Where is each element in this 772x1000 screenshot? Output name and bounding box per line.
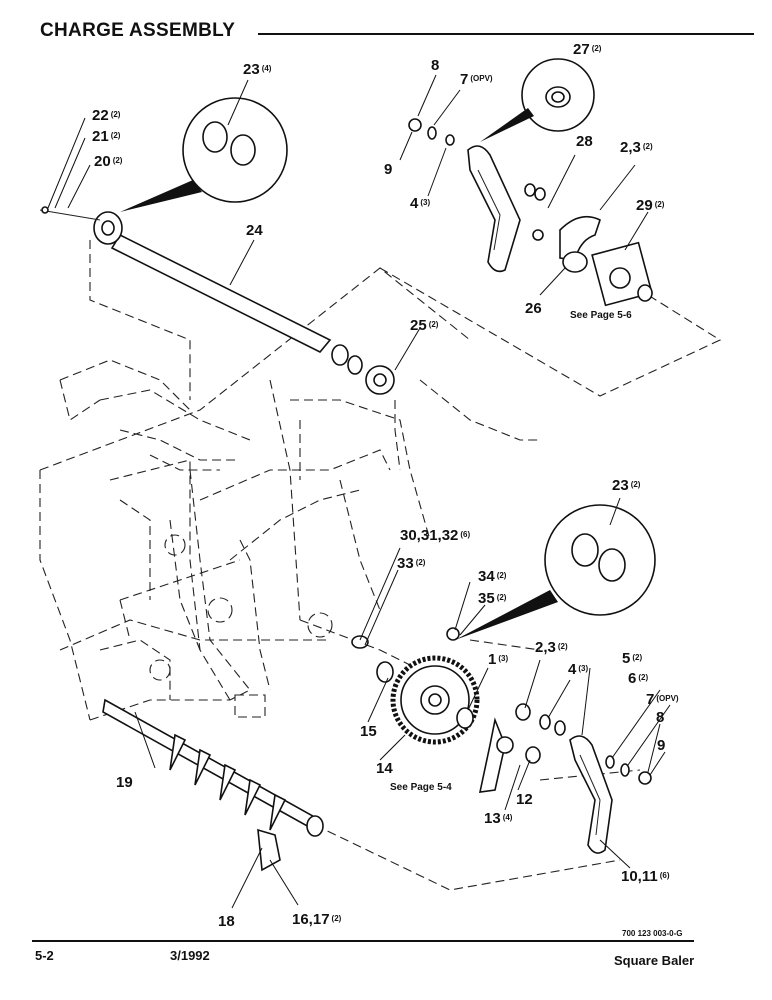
product-name: Square Baler — [614, 953, 695, 968]
callout-c23c: 23(2) — [612, 477, 641, 494]
callout-c12: 12 — [516, 791, 533, 808]
callout-c22: 22(2) — [92, 107, 121, 124]
title-rule — [258, 33, 754, 35]
callout-c20: 20(2) — [94, 153, 123, 170]
callout-c10: 10,11(6) — [621, 868, 670, 885]
callout-c8a: 8 — [431, 57, 439, 74]
callout-c24: 24 — [246, 222, 263, 239]
callout-c25: 25(2) — [410, 317, 439, 334]
callout-c16: 16,17(2) — [292, 911, 342, 928]
callout-c33: 33(2) — [397, 555, 426, 572]
callout-c27: 27(2) — [573, 41, 602, 58]
callout-c34: 34(2) — [478, 568, 507, 585]
see-page-5-4: See Page 5-4 — [390, 782, 452, 793]
callout-c15: 15 — [360, 723, 377, 740]
page-title: CHARGE ASSEMBLY — [40, 20, 236, 41]
rake-bar-19 — [102, 698, 324, 872]
page-number: 5-2 — [35, 948, 54, 963]
callout-c29: 29(2) — [636, 197, 665, 214]
callout-c13: 13(4) — [484, 810, 513, 827]
callout-c7a: 7(OPV) — [460, 71, 493, 88]
callout-c9b: 9 — [657, 737, 665, 754]
callout-c7b: 7(OPV) — [646, 691, 679, 708]
callout-c21: 21(2) — [92, 128, 121, 145]
detail-circle-bushings-top — [120, 97, 288, 212]
document-number: 700 123 003-0-G — [622, 929, 683, 938]
callout-c35: 35(2) — [478, 590, 507, 607]
callout-c23a: 23(4) — [243, 61, 272, 78]
callout-c14: 14 — [376, 760, 393, 777]
callout-c5: 5(2) — [622, 650, 642, 667]
callout-c9a: 9 — [384, 161, 392, 178]
detail-circle-bearing-top — [480, 58, 595, 142]
arm-plate-bottom — [569, 735, 613, 854]
revision-date: 3/1992 — [170, 948, 210, 963]
callout-c8b: 8 — [656, 709, 664, 726]
callout-c30: 30,31,32(6) — [400, 527, 471, 544]
callout-c23d: 2,3(2) — [535, 639, 568, 656]
callout-c23b_top: 2,3(2) — [620, 139, 653, 156]
callout-pointers — [47, 74, 671, 909]
shaft-24 — [110, 233, 332, 353]
bottom-arm-assembly — [569, 735, 652, 854]
footer-rule — [32, 940, 694, 942]
arm-plate-top — [467, 145, 521, 273]
see-page-5-6: See Page 5-6 — [570, 310, 632, 321]
callout-c4a: 4(3) — [410, 195, 430, 212]
callout-c28: 28 — [576, 133, 593, 150]
callout-c19: 19 — [116, 774, 133, 791]
baler-frame-phantom — [39, 267, 471, 721]
callout-c26: 26 — [525, 300, 542, 317]
callout-c4b: 4(3) — [568, 661, 588, 678]
bearing-26 — [562, 251, 588, 273]
callout-c1: 1(3) — [488, 651, 508, 668]
sprocket-assembly — [351, 627, 566, 793]
top-right-arm-assembly — [408, 118, 653, 307]
bracket-18 — [257, 828, 281, 872]
callout-c18: 18 — [218, 913, 235, 930]
callout-c6: 6(2) — [628, 670, 648, 687]
detail-circle-bushings-bottom — [455, 504, 656, 640]
shaft-assembly — [39, 206, 395, 395]
